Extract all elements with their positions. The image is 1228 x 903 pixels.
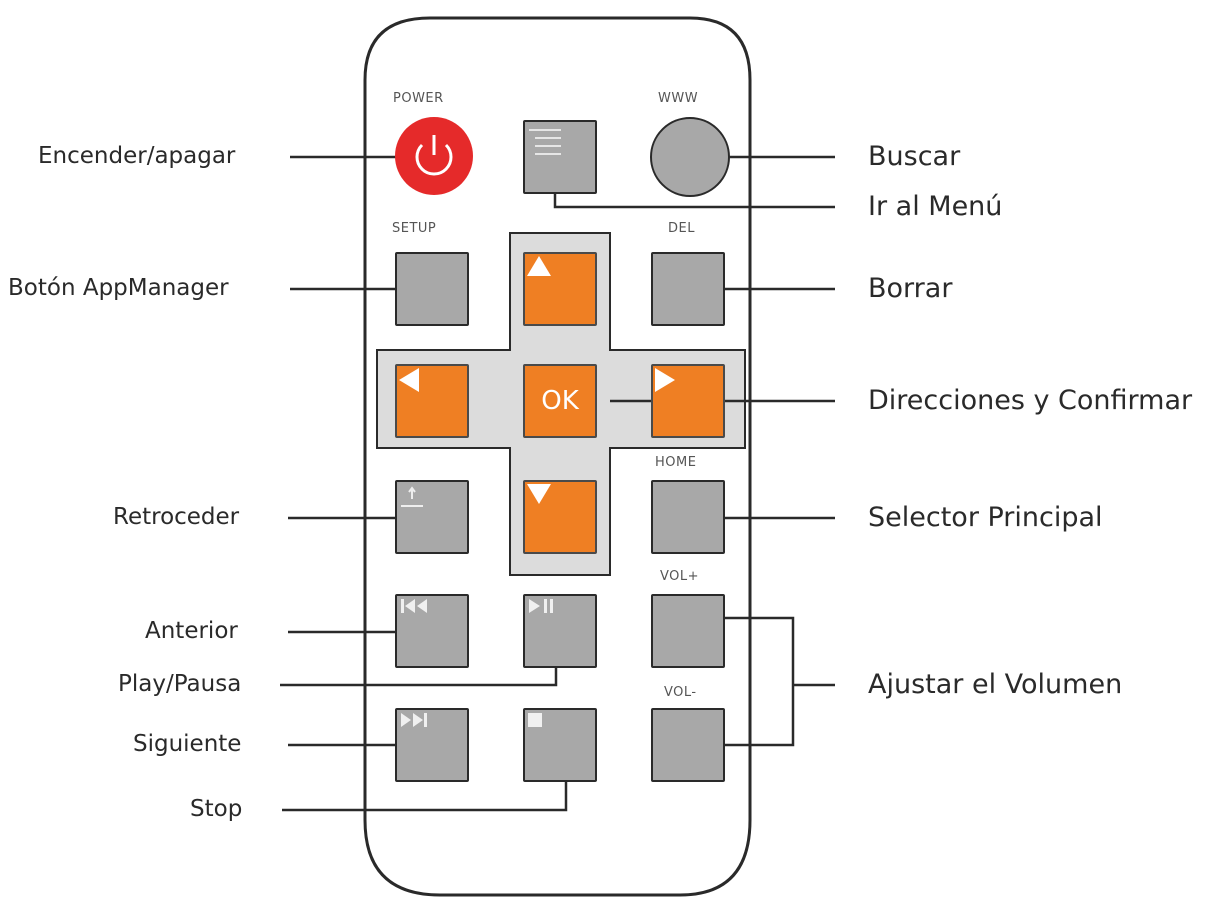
play-pause-icon bbox=[529, 599, 553, 613]
next-button[interactable] bbox=[395, 708, 469, 782]
setup-button[interactable] bbox=[395, 252, 469, 326]
callout-back: Retroceder bbox=[113, 504, 240, 530]
arrow-down-icon bbox=[527, 484, 551, 504]
vol-up-button[interactable] bbox=[651, 594, 725, 668]
stop-icon bbox=[528, 713, 542, 727]
stop-button[interactable] bbox=[523, 708, 597, 782]
ok-button[interactable]: OK bbox=[523, 364, 597, 438]
del-top-label: DEL bbox=[668, 221, 695, 236]
ok-label: OK bbox=[541, 386, 579, 416]
left-button[interactable] bbox=[395, 364, 469, 438]
arrow-right-icon bbox=[655, 368, 675, 392]
www-button[interactable] bbox=[650, 117, 730, 197]
vol-down-button[interactable] bbox=[651, 708, 725, 782]
callout-stop: Stop bbox=[190, 796, 243, 822]
vol-up-top-label: VOL+ bbox=[660, 569, 700, 584]
callout-appmanager: Botón AppManager bbox=[8, 275, 229, 301]
right-button[interactable] bbox=[651, 364, 725, 438]
vol-down-top-label: VOL- bbox=[664, 685, 697, 700]
arrow-up-icon bbox=[527, 256, 551, 276]
up-button[interactable] bbox=[523, 252, 597, 326]
callout-home: Selector Principal bbox=[868, 502, 1103, 533]
callout-search: Buscar bbox=[868, 141, 961, 172]
menu-button[interactable] bbox=[523, 120, 597, 194]
callout-previous: Anterior bbox=[145, 618, 238, 644]
previous-icon bbox=[401, 599, 427, 613]
arrow-left-icon bbox=[399, 368, 419, 392]
del-button[interactable] bbox=[651, 252, 725, 326]
power-top-label: POWER bbox=[393, 91, 444, 106]
www-top-label: WWW bbox=[658, 91, 699, 106]
callout-delete: Borrar bbox=[868, 273, 953, 304]
home-button[interactable] bbox=[651, 480, 725, 554]
power-icon bbox=[415, 135, 453, 176]
callout-directions: Direcciones y Confirmar bbox=[868, 385, 1193, 416]
down-button[interactable] bbox=[523, 480, 597, 554]
setup-top-label: SETUP bbox=[392, 221, 437, 236]
callout-next: Siguiente bbox=[133, 731, 242, 757]
callout-play-pause: Play/Pausa bbox=[118, 671, 242, 697]
callout-power: Encender/apagar bbox=[38, 143, 236, 169]
callout-menu: Ir al Menú bbox=[868, 191, 1003, 222]
back-icon bbox=[401, 486, 423, 507]
play-pause-button[interactable] bbox=[523, 594, 597, 668]
power-button[interactable] bbox=[395, 117, 473, 195]
previous-button[interactable] bbox=[395, 594, 469, 668]
menu-icon bbox=[529, 129, 561, 155]
callout-volume: Ajustar el Volumen bbox=[868, 669, 1123, 700]
home-top-label: HOME bbox=[655, 455, 697, 470]
back-button[interactable] bbox=[395, 480, 469, 554]
next-icon bbox=[401, 713, 427, 727]
